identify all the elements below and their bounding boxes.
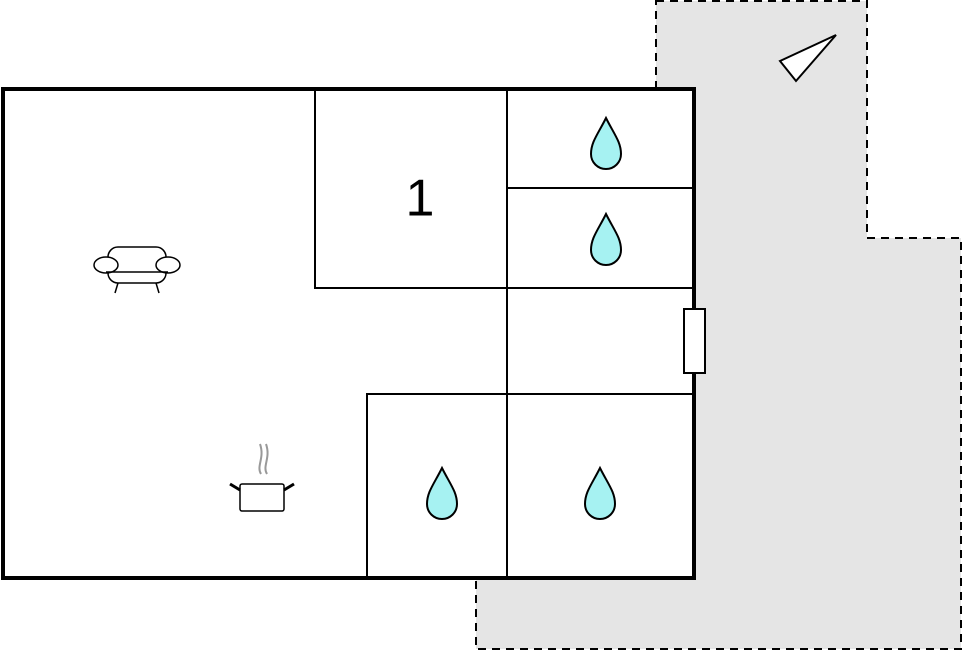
bedroom-1-label: 1 xyxy=(406,170,435,228)
sofa-icon xyxy=(93,246,181,294)
cooking-pot-icon xyxy=(229,443,295,512)
water-drop-icon xyxy=(589,211,623,266)
water-drop-icon xyxy=(583,465,617,520)
water-drop-icon xyxy=(425,465,459,520)
interior-walls xyxy=(314,89,694,578)
lower-rooms-wall xyxy=(366,393,694,578)
door-icon xyxy=(683,308,706,374)
water-drop-icon xyxy=(589,115,623,170)
bedroom-wall xyxy=(314,89,694,289)
north-arrow-icon xyxy=(778,34,837,83)
